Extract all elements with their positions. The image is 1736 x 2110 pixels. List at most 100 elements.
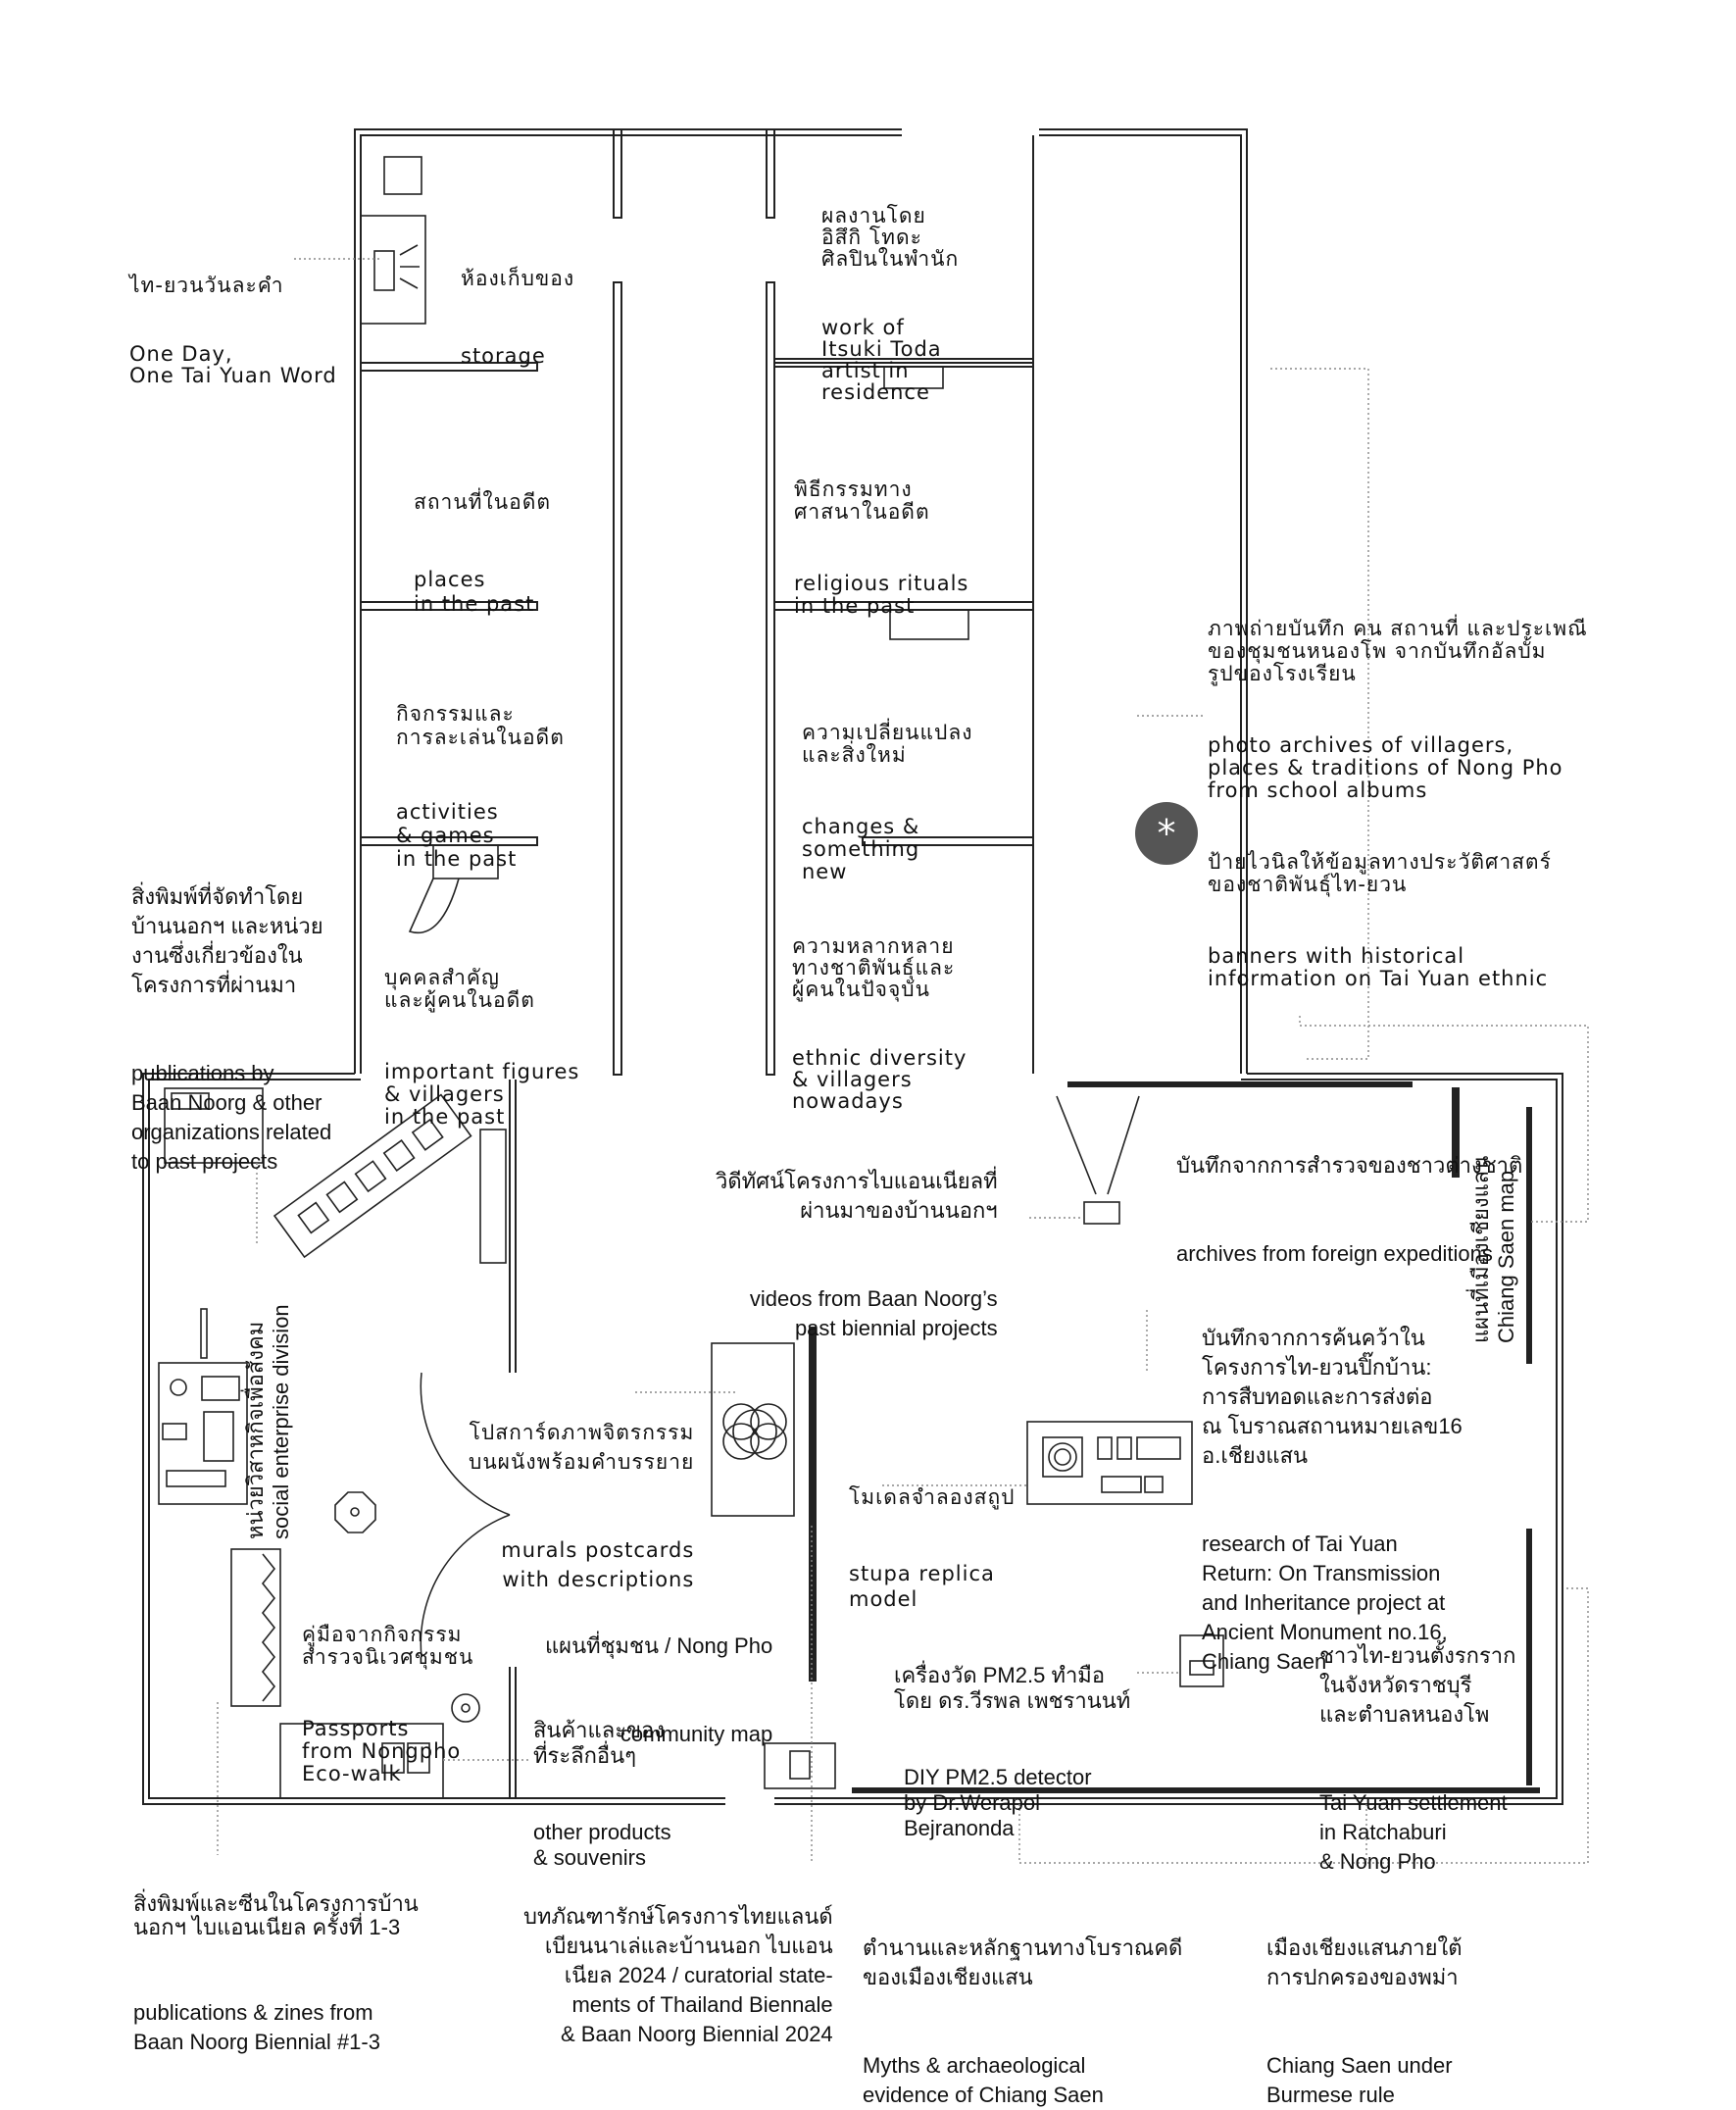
note-community-map: แผนที่ชุมชน / Nong Pho community map xyxy=(545,1573,772,1779)
note-research-th: บันทึกจากการค้นคว้าใน โครงการไท-ยวนปิ๊กบ… xyxy=(1202,1326,1463,1468)
note-myths-th: ตำนานและหลักฐานทางโบราณคดี ของเมืองเชียง… xyxy=(863,1935,1183,1989)
room-religious-en: religious rituals in the past xyxy=(794,572,969,618)
room-activities: กิจกรรมและ การละเล่นในอดีต activities & … xyxy=(396,655,565,894)
corridor-wall-right xyxy=(766,281,775,1076)
room-diversity-en: ethnic diversity & villagers nowadays xyxy=(792,1046,967,1113)
room-activities-th: กิจกรรมและ การละเล่นในอดีต xyxy=(396,702,565,749)
room-places-th: สถานที่ในอดีต xyxy=(414,490,552,514)
note-burmese-en: Chiang Saen under Burmese rule xyxy=(1266,2053,1453,2107)
note-social-enterprise: หน่วยวิสาหกิจเพื่อสังคม social enterpris… xyxy=(243,1304,294,1539)
corridor-wall-left xyxy=(613,281,622,1076)
note-stupa: โมเดลจำลองสถูป stupa replica model xyxy=(849,1433,1016,1637)
note-videos-en: videos from Baan Noorg’s past biennial p… xyxy=(749,1286,998,1340)
room-figures-en: important figures & villagers in the pas… xyxy=(384,1060,580,1129)
room-changes: ความเปลี่ยนแปลง และสิ่งใหม่ changes & so… xyxy=(802,677,973,906)
note-zines-th: สิ่งพิมพ์และซีนในโครงการบ้าน นอกฯ ไบแอนเ… xyxy=(133,1891,419,1939)
note-one-day-th: ไท-ยวนวันละคำ xyxy=(129,274,284,297)
note-zines-en: publications & zines from Baan Noorg Bie… xyxy=(133,2000,380,2054)
note-chiang-saen-map-en: Chiang Saen map xyxy=(1494,1170,1518,1343)
note-murals: โปสการ์ดภาพจิตรกรรม บนผนังพร้อมคำบรรยาย … xyxy=(469,1359,694,1624)
product-table xyxy=(279,1723,444,1799)
note-research: บันทึกจากการค้นคว้าใน โครงการไท-ยวนปิ๊กบ… xyxy=(1202,1265,1463,1706)
tablet-kiosk xyxy=(764,1742,836,1789)
note-videos-th: วิดีทัศน์โครงการไบแอนเนียลที่ ผ่านมาของบ… xyxy=(716,1169,998,1223)
walls xyxy=(142,128,1563,1805)
sales-counter xyxy=(158,1362,248,1505)
note-passports-th: คู่มือจากกิจกรรม สำรวจนิเวศชุมชน xyxy=(302,1623,474,1669)
room-itsuki-en: work of Itsuki Toda artist in residence xyxy=(821,316,942,404)
projector xyxy=(1083,1201,1120,1225)
note-burmese: เมืองเชียงแสนภายใต้ การปกครองของพม่า Chi… xyxy=(1266,1875,1462,2110)
leader-lines xyxy=(217,258,1589,1864)
room-diversity-th: ความหลากหลาย ทางชาติพันธุ์และ ผู้คนในปัจ… xyxy=(792,934,956,1001)
wall-shelf xyxy=(479,1129,507,1264)
note-research-en: research of Tai Yuan Return: On Transmis… xyxy=(1202,1532,1448,1674)
note-banners-th: ป้ายไวนิลให้ข้อมูลทางประวัติศาสตร์ ของชา… xyxy=(1208,850,1552,896)
shelf xyxy=(164,1087,264,1164)
note-photo-archives-th: ภาพถ่ายบันทึก คน สถานที่ และประเพณี ของช… xyxy=(1208,617,1588,685)
room-changes-en: changes & something new xyxy=(802,815,920,883)
note-publications-past-en: publications by Baan Noorg & other organ… xyxy=(131,1061,332,1174)
bench xyxy=(408,878,460,934)
room-figures-th: บุคคลสำคัญ และผู้คนในอดีต xyxy=(384,966,535,1012)
note-chiang-saen-map-th: แผนที่เมืองเชียงแสน xyxy=(1468,1155,1493,1343)
note-passports: คู่มือจากกิจกรรม สำรวจนิเวศชุมชน Passpor… xyxy=(302,1579,473,1808)
note-stupa-th: โมเดลจำลองสถูป xyxy=(849,1485,1016,1509)
note-social-enterprise-th: หน่วยวิสาหกิจเพื่อสังคม xyxy=(243,1321,268,1539)
note-photo-archives-en: photo archives of villagers, places & tr… xyxy=(1208,733,1563,802)
note-myths: ตำนานและหลักฐานทางโบราณคดี ของเมืองเชียง… xyxy=(863,1875,1182,2110)
note-banners-en: banners with historical information on T… xyxy=(1208,944,1549,990)
note-products-th: สินค้าและของ ที่ระลึกอื่นๆ xyxy=(533,1718,666,1768)
note-settlement: ชาวไท-ยวนตั้งรกราก ในจังหวัดราชบุรี และต… xyxy=(1319,1582,1515,1906)
note-pm25-en: DIY PM2.5 detector by Dr.Werapol Bejrano… xyxy=(904,1765,1092,1840)
note-products-en: other products & souvenirs xyxy=(533,1820,671,1870)
note-myths-en: Myths & archaeological evidence of Chian… xyxy=(863,2053,1104,2107)
room-places-en: places in the past xyxy=(414,568,535,616)
note-pm25-th: เครื่องวัด PM2.5 ทำมือ โดย ดร.วีรพล เพชร… xyxy=(894,1663,1131,1713)
note-foreign-en: archives from foreign expeditions xyxy=(1176,1241,1493,1266)
room-changes-th: ความเปลี่ยนแปลง และสิ่งใหม่ xyxy=(802,721,973,767)
display-shelf xyxy=(883,366,944,389)
note-one-day-en: One Day, One Tai Yuan Word xyxy=(129,342,337,387)
long-table xyxy=(273,1093,472,1259)
note-photo-archives: ภาพถ่ายบันทึก คน สถานที่ และประเพณี ของช… xyxy=(1208,573,1588,825)
note-one-day: ไท-ยวนวันละคำ One Day, One Tai Yuan Word xyxy=(129,231,337,408)
note-banners: ป้ายไวนิลให้ข้อมูลทางประวัติศาสตร์ ของชา… xyxy=(1208,806,1552,1013)
room-storage-th: ห้องเก็บของ xyxy=(461,267,575,290)
pedestal xyxy=(432,844,499,879)
room-figures: บุคคลสำคัญ และผู้คนในอดีต important figu… xyxy=(384,922,579,1151)
furniture xyxy=(158,156,1224,1799)
note-foreign-expeditions: บันทึกจากการสำรวจของชาวต่างชาติ archives… xyxy=(1176,1092,1522,1298)
room-activities-en: activities & games in the past xyxy=(396,800,518,871)
note-stupa-en: stupa replica model xyxy=(849,1562,995,1611)
asterisk-badge-icon: * xyxy=(1135,802,1198,865)
note-curatorial-text: บทภัณฑารักษ์โครงการไทยแลนด์ เบียนนาเล่แล… xyxy=(523,1904,833,2046)
note-videos: วิดีทัศน์โครงการไบแอนเนียลที่ ผ่านมาของบ… xyxy=(716,1108,998,1373)
note-curatorial: บทภัณฑารักษ์โครงการไทยแลนด์ เบียนนาเล่แล… xyxy=(523,1843,833,2079)
room-religious-th: พิธีกรรมทาง ศาสนาในอดีต xyxy=(794,477,930,524)
note-murals-en: murals postcards with descriptions xyxy=(501,1538,695,1591)
tablet-stand xyxy=(360,215,426,325)
note-chiang-saen-map: แผนที่เมืองเชียงแสน Chiang Saen map xyxy=(1468,1156,1519,1343)
pm25-stand xyxy=(1179,1634,1224,1687)
note-social-enterprise-en: social enterprise division xyxy=(269,1304,293,1539)
room-itsuki-th: ผลงานโดย อิสึกิ โทดะ ศิลปินในพำนัก xyxy=(821,204,960,271)
passport-rack xyxy=(230,1548,281,1707)
room-religious: พิธีกรรมทาง ศาสนาในอดีต religious ritual… xyxy=(794,433,968,640)
note-murals-th: โปสการ์ดภาพจิตรกรรม บนผนังพร้อมคำบรรยาย xyxy=(469,1421,695,1474)
note-foreign-th: บันทึกจากการสำรวจของชาวต่างชาติ xyxy=(1176,1153,1523,1178)
postcard-table xyxy=(711,1342,795,1517)
room-diversity: ความหลากหลาย ทางชาติพันธุ์และ ผู้คนในปัจ… xyxy=(792,892,967,1133)
note-pm25: เครื่องวัด PM2.5 ทำมือ โดย ดร.วีรพล เพชร… xyxy=(894,1612,1130,1867)
note-publications-past: สิ่งพิมพ์ที่จัดทำโดย บ้านนอกฯ และหน่วย ง… xyxy=(131,824,331,1206)
note-burmese-th: เมืองเชียงแสนภายใต้ การปกครองของพม่า xyxy=(1266,1935,1463,1989)
note-products: สินค้าและของ ที่ระลึกอื่นๆ other product… xyxy=(533,1667,671,1896)
stool xyxy=(451,1693,480,1723)
note-settlement-en: Tai Yuan settlement in Ratchaburi & Nong… xyxy=(1319,1790,1508,1874)
note-passports-en: Passports from Nongpho Eco-walk xyxy=(302,1717,462,1785)
note-community-map-th: แผนที่ชุมชน / Nong Pho xyxy=(545,1633,773,1658)
room-itsuki-toda: ผลงานโดย อิสึกิ โทดะ ศิลปินในพำนัก work … xyxy=(821,162,959,425)
room-storage-en: storage xyxy=(461,344,546,368)
